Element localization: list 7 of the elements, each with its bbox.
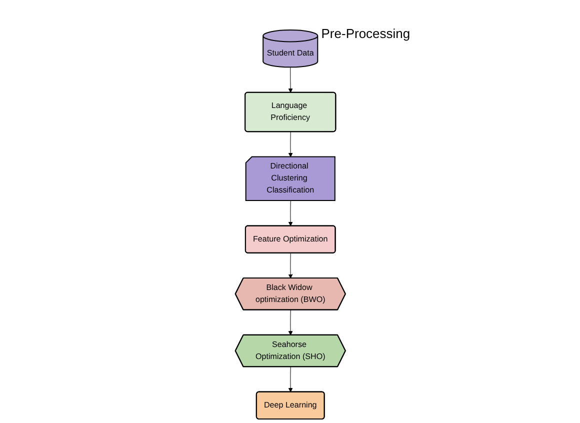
- arrow: [288, 132, 292, 158]
- arrow: [288, 200, 292, 226]
- arrow: [288, 66, 292, 93]
- arrow: [288, 252, 292, 278]
- arrow: [288, 310, 292, 336]
- arrow: [288, 366, 292, 392]
- node-caption: Pre-Processing: [321, 26, 410, 42]
